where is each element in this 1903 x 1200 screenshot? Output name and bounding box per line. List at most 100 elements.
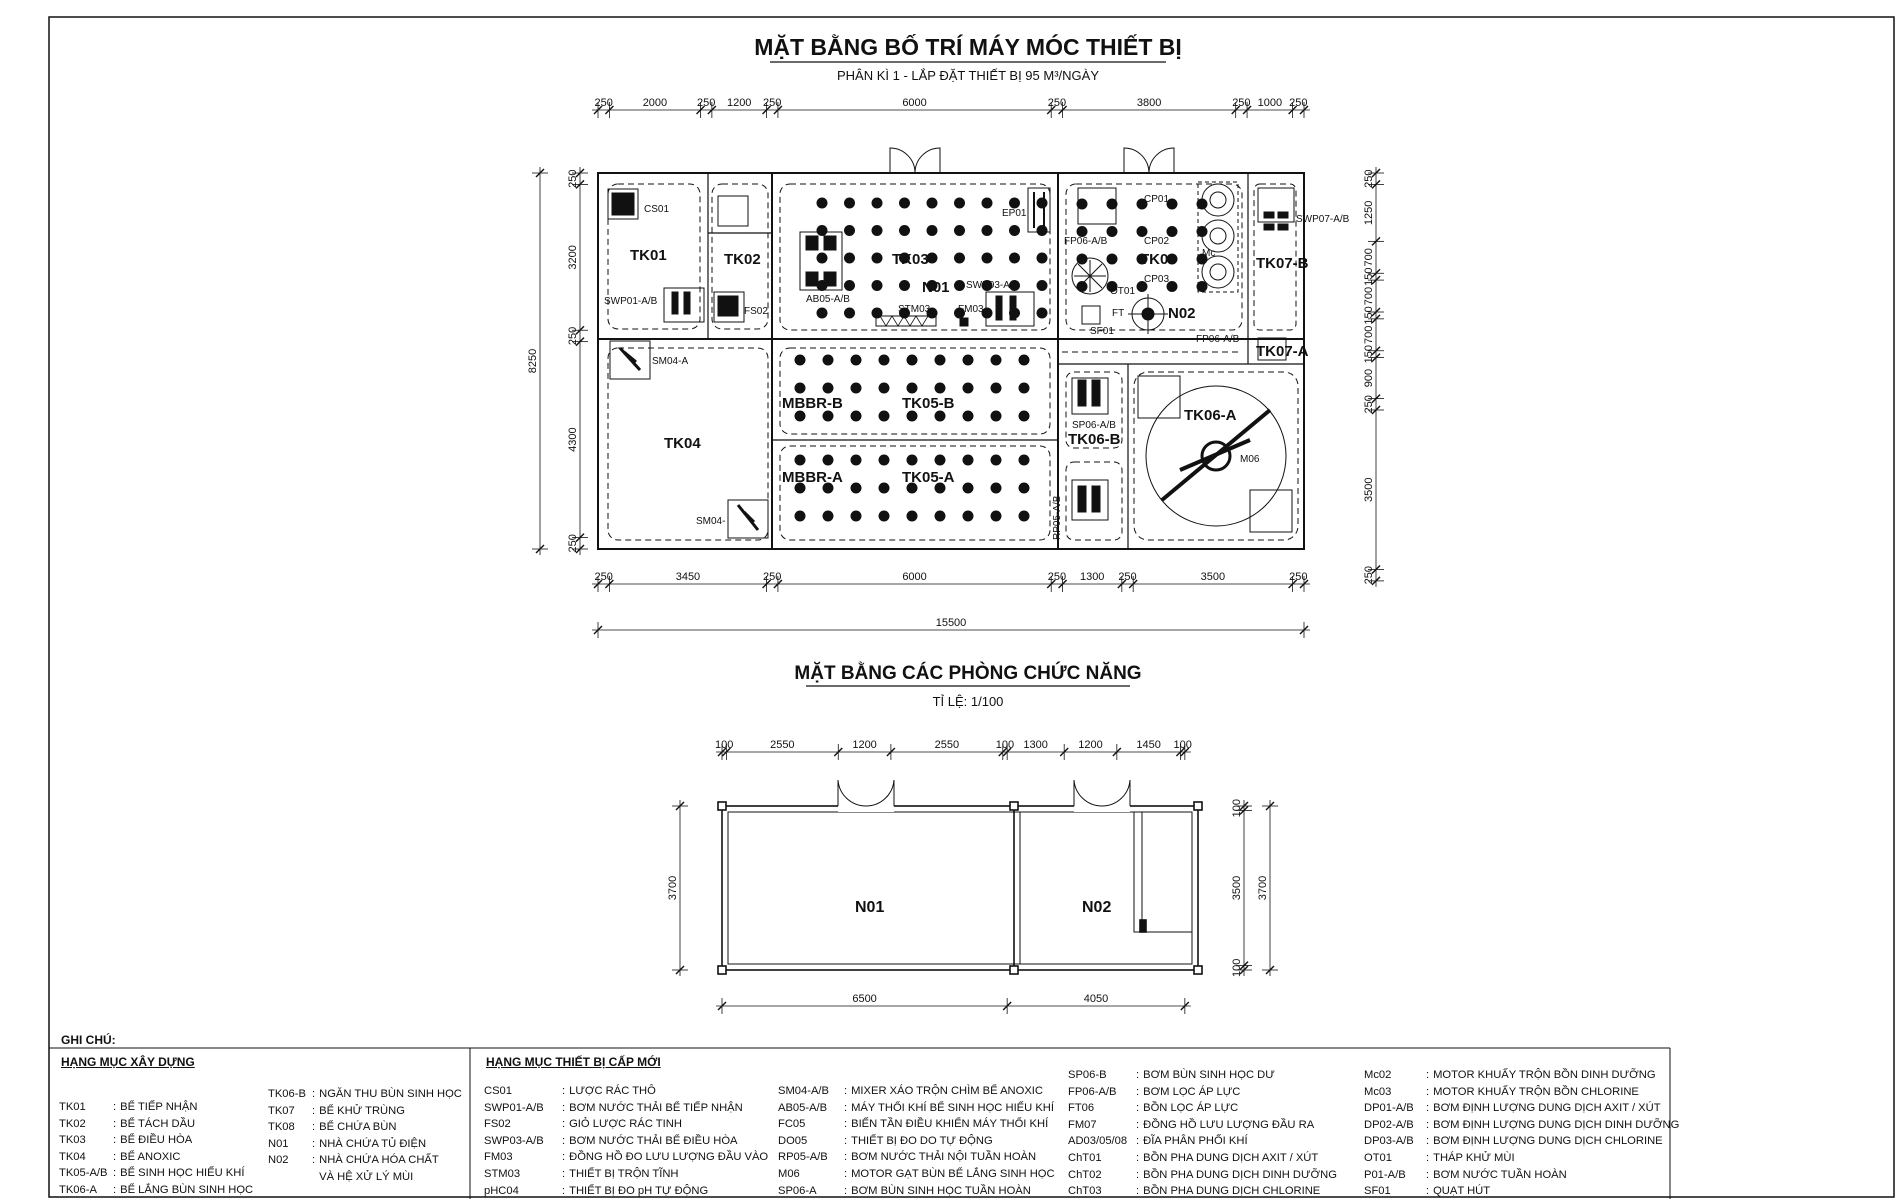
disc-tk08	[1166, 226, 1178, 237]
disc-tk05a	[1018, 454, 1030, 466]
disc-tk03	[954, 307, 965, 319]
legend-row: DO05:THIẾT BỊ ĐO DO TỰ ĐỘNG	[778, 1133, 1055, 1150]
legend-row: FP06-A/B:BƠM LỌC ÁP LỰC	[1068, 1084, 1337, 1101]
legend-sep: :	[844, 1184, 848, 1197]
disc-tk05a	[878, 482, 890, 494]
legend-desc: THIẾT BỊ TRỘN TĨNH	[569, 1167, 679, 1180]
disc-tk05b	[906, 382, 918, 394]
label-n02: N02	[1168, 305, 1196, 322]
legend-code: TK02	[59, 1117, 86, 1130]
disc-tk03	[981, 225, 993, 236]
label-cp02: CP02	[1144, 236, 1169, 247]
dim-bottom-7: 3500	[1201, 571, 1225, 583]
disc-tk08	[1076, 198, 1088, 210]
legend-desc: BƠM NƯỚC THẢI NỘI TUẦN HOÀN	[851, 1151, 1037, 1164]
label-swp07: SWP07-A/B	[1296, 214, 1350, 225]
legend-desc: THIẾT BỊ ĐO DO TỰ ĐỘNG	[851, 1134, 993, 1147]
screen-cs01-frame	[607, 188, 639, 220]
legend-sep: :	[1426, 1151, 1430, 1164]
disc-tk03	[981, 307, 993, 319]
door-2a	[1123, 147, 1150, 174]
label-tk08: TK08	[1140, 251, 1177, 268]
legend-desc: BỂ LẮNG BÙN SINH HỌC	[120, 1183, 254, 1196]
legend-row: ChT02:BỒN PHA DUNG DỊCH DINH DƯỠNG	[1068, 1167, 1337, 1184]
legend-code: FC05	[778, 1118, 806, 1131]
disc-tk03	[844, 307, 855, 319]
legend-sep: :	[562, 1184, 566, 1197]
legend-code: FM03	[484, 1151, 513, 1164]
disc-tk08	[1106, 253, 1118, 265]
legend-desc: NHÀ CHỨA HÓA CHẤT	[319, 1154, 439, 1167]
legend-row: CS01:LƯỢC RÁC THÔ	[484, 1083, 768, 1100]
p2-dim-right-1: 3500	[1231, 876, 1243, 900]
tk07a-box	[1257, 337, 1287, 361]
disc-tk08	[1106, 198, 1118, 210]
disc-tk05b	[878, 354, 890, 366]
legend-code: CS01	[484, 1085, 512, 1097]
legend-sep: :	[1426, 1085, 1430, 1098]
legend-sep: :	[844, 1101, 848, 1114]
legend-desc: QUẠT HÚT	[1433, 1185, 1491, 1198]
disc-tk05b	[1018, 354, 1030, 366]
legend-code: TK01	[59, 1101, 86, 1113]
legend-desc: BƠM LỌC ÁP LỰC	[1143, 1085, 1241, 1098]
label-cp03: CP03	[1144, 274, 1169, 285]
clarifier-corner-box-2	[1249, 489, 1293, 533]
plan2-doors	[837, 779, 1131, 812]
p2-dim-top-8: 100	[1173, 739, 1191, 751]
legend-row: SWP03-A/B:BƠM NƯỚC THẢI BỂ ĐIỀU HÒA	[484, 1133, 768, 1150]
disc-tk05a	[878, 510, 890, 522]
p2-dim-right-total-0: 3700	[1257, 876, 1269, 900]
legend-desc: BƠM ĐỊNH LƯỢNG DUNG DỊCH AXIT / XÚT	[1433, 1102, 1661, 1115]
legend-row: DP02-A/B:BƠM ĐỊNH LƯỢNG DUNG DỊCH DINH D…	[1364, 1117, 1679, 1134]
disc-tk03	[816, 252, 828, 264]
dim-bottom-1: 3450	[676, 571, 700, 583]
plan2-structure	[717, 801, 1203, 975]
legend-sep: :	[1136, 1135, 1140, 1148]
disc-tk08	[1166, 281, 1178, 292]
disc-tk05a	[990, 482, 1002, 494]
p2-dim-top-2: 1200	[852, 739, 876, 751]
door-4a	[1073, 779, 1103, 807]
disc-tk03	[1009, 280, 1020, 291]
disc-tk08	[1106, 226, 1118, 237]
legend-sep: :	[113, 1117, 117, 1130]
legend-desc: BƠM ĐỊNH LƯỢNG DUNG DỊCH DINH DƯỠNG	[1433, 1118, 1680, 1131]
p2-dim-top-3: 2550	[935, 739, 959, 751]
legend-sep: :	[113, 1134, 117, 1147]
legend-sep: :	[312, 1104, 316, 1117]
legend-equipment-header: HẠNG MỤC THIẾT BỊ CẤP MỚI	[486, 1055, 661, 1069]
legend-code: SP06-A	[778, 1184, 817, 1197]
legend-sep: :	[1136, 1085, 1140, 1098]
p2-dim-right-0: 100	[1231, 799, 1243, 817]
legend-row: M06:MOTOR GẠT BÙN BỂ LẮNG SINH HỌC	[778, 1166, 1055, 1183]
legend-row: SF01:QUẠT HÚT	[1364, 1183, 1679, 1200]
disc-tk08	[1076, 281, 1088, 292]
fs02-frame	[713, 291, 745, 323]
plan1-title: MẶT BẰNG BỐ TRÍ MÁY MÓC THIẾT BỊ	[754, 33, 1182, 60]
legend-desc: BỒN PHA DUNG DỊCH CHLORINE	[1143, 1185, 1321, 1198]
p2-dim-top-1: 2550	[770, 739, 794, 751]
legend-sep: :	[1136, 1118, 1140, 1131]
legend-sep: :	[844, 1134, 848, 1147]
label-tk02: TK02	[724, 251, 761, 268]
legend-code: M06	[778, 1167, 800, 1180]
legend-sep: :	[844, 1118, 848, 1131]
legend-code: TK06-B	[268, 1088, 306, 1100]
disc-tk05a	[934, 510, 946, 522]
disc-tk05b	[794, 410, 806, 422]
legend-code: FT06	[1068, 1102, 1095, 1115]
legend-sep: :	[312, 1121, 316, 1134]
disc-tk03	[926, 252, 938, 264]
legend-desc: MOTOR KHUẤY TRỘN BỒN DINH DƯỠNG	[1433, 1069, 1656, 1081]
p2-dim-top-7: 1450	[1136, 739, 1160, 751]
disc-tk03	[899, 280, 910, 291]
disc-tk05a	[822, 454, 834, 466]
legend-row: AB05-A/B:MÁY THỔI KHÍ BỂ SINH HỌC HIẾU K…	[778, 1100, 1055, 1117]
legend-sep: :	[113, 1101, 117, 1113]
disc-tk03	[899, 225, 910, 236]
disc-tk03	[926, 225, 938, 236]
legend-sep: :	[1136, 1069, 1140, 1081]
plan1-equipment-symbols	[607, 181, 1295, 539]
p2-dim-bottom-0: 6500	[852, 993, 876, 1005]
